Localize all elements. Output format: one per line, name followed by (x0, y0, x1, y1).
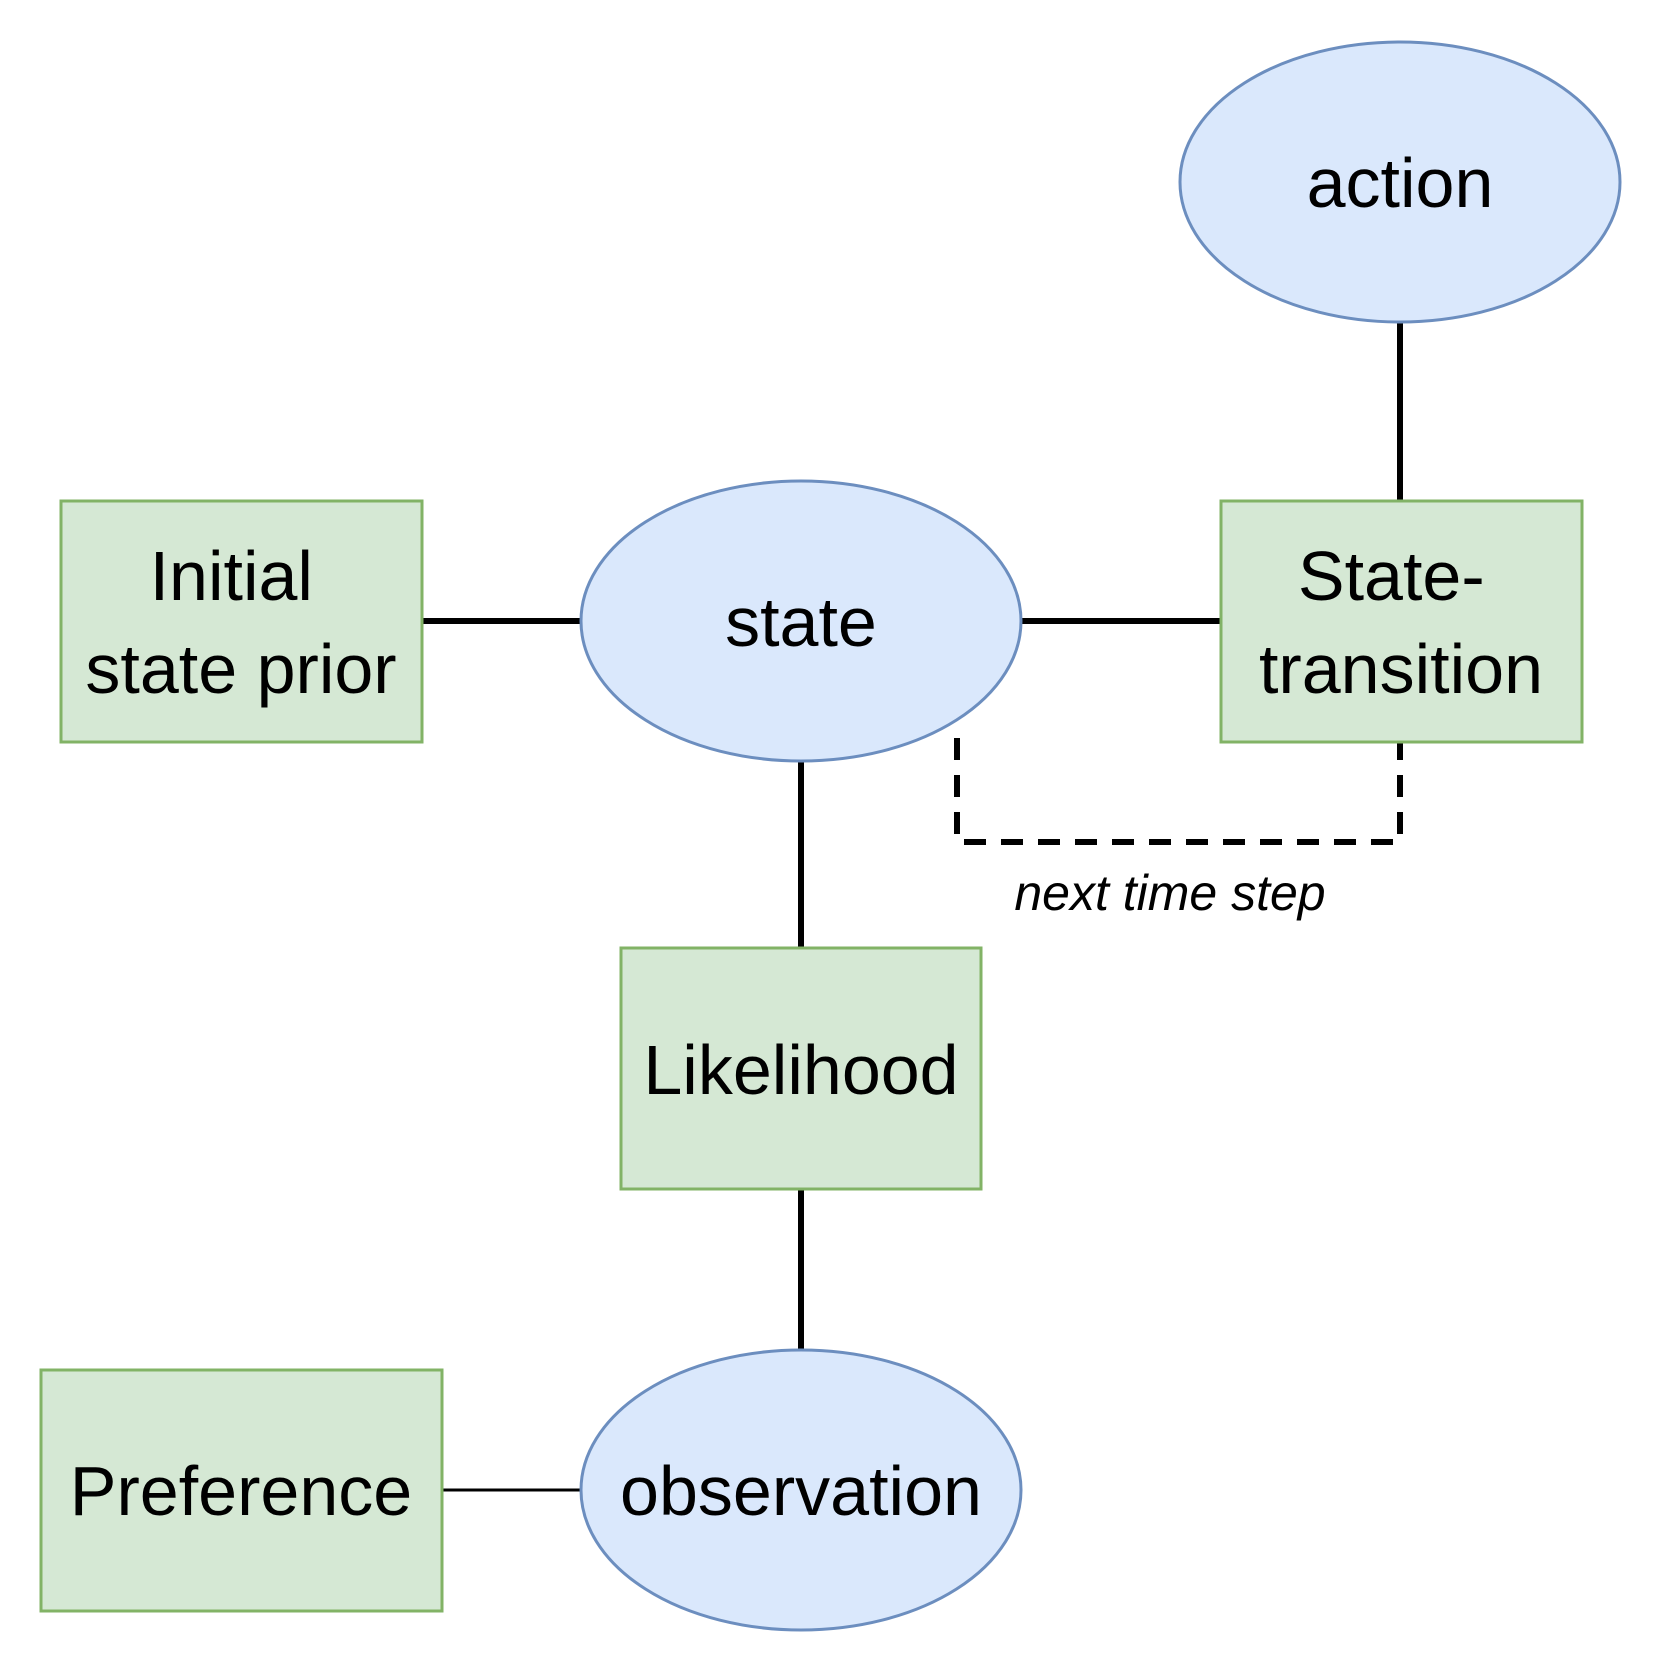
state-transition-label: State- transition (1259, 537, 1543, 708)
factor-node-initial-state-prior: Initial state prior (59, 499, 424, 744)
observation-ellipse (579, 1348, 1023, 1632)
variable-node-observation: observation (579, 1348, 1023, 1632)
observation-label: observation (620, 1452, 982, 1530)
initial-prior-box (59, 499, 424, 744)
variable-node-action: action (1178, 40, 1622, 324)
state-transition-box (1219, 499, 1584, 744)
factor-node-likelihood: Likelihood (619, 946, 983, 1191)
state-ellipse (579, 479, 1023, 763)
factor-node-preference: Preference (39, 1368, 444, 1613)
factor-node-state-transition: State- transition (1219, 499, 1584, 744)
next-time-step-label: next time step (1014, 865, 1325, 921)
likelihood-box (619, 946, 983, 1191)
state-label: state (725, 583, 877, 661)
preference-label: Preference (70, 1452, 412, 1530)
edge-next-time-step-loop (954, 738, 1403, 845)
preference-box (39, 1368, 444, 1613)
edges: next time step (422, 323, 1403, 1492)
likelihood-label: Likelihood (643, 1031, 958, 1109)
initial-prior-label: Initial state prior (85, 537, 396, 708)
variable-node-state: state (579, 479, 1023, 763)
action-ellipse (1178, 40, 1622, 324)
action-label: action (1307, 144, 1494, 222)
